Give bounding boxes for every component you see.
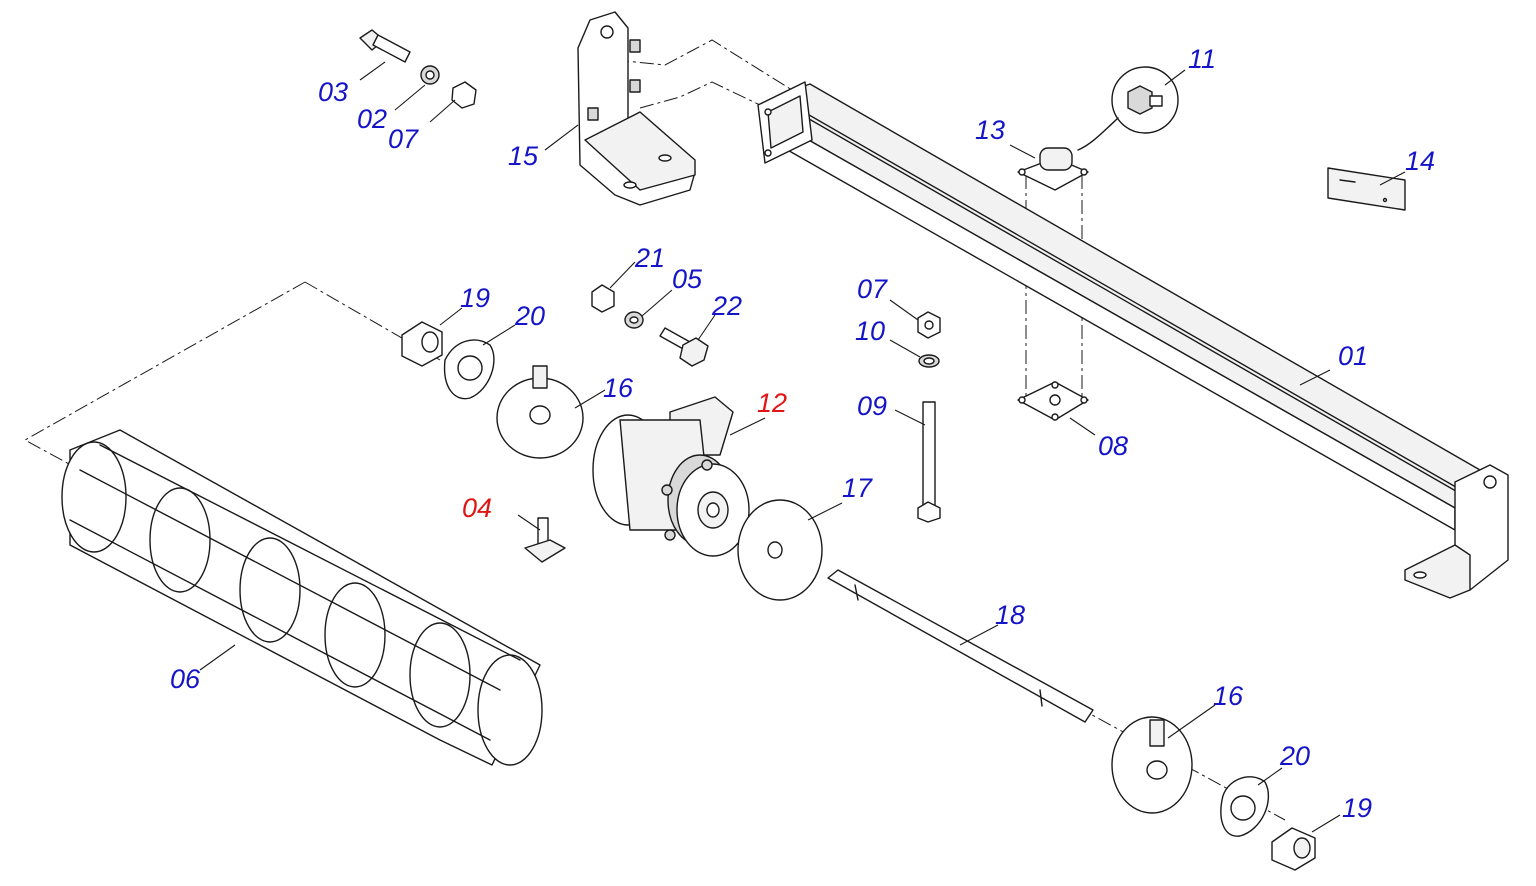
callout-09: 09 [857, 391, 887, 421]
callout-20-left: 20 [514, 301, 545, 331]
nut-21 [591, 284, 615, 313]
lock-plate-20-right [1220, 776, 1270, 837]
drive-shaft-18 [827, 569, 1094, 723]
callout-12: 12 [757, 388, 787, 418]
leader-lines [199, 61, 1406, 833]
callout-07-upper: 07 [388, 124, 419, 154]
bolt-22 [659, 327, 709, 367]
cam-disc-16-left [496, 365, 584, 459]
main-frame-tube [757, 81, 1509, 599]
bolt-03 [359, 29, 411, 63]
callout-18: 18 [995, 600, 1025, 630]
callout-10: 10 [855, 316, 885, 346]
cam-disc-16-right [1111, 716, 1193, 814]
disc-17 [737, 499, 823, 601]
callout-17: 17 [842, 473, 873, 503]
lock-plate-20-left [443, 339, 495, 400]
callout-15: 15 [508, 141, 539, 171]
callout-07-lower: 07 [857, 274, 888, 304]
callout-11: 11 [1188, 44, 1216, 74]
callout-16-right: 16 [1213, 681, 1244, 711]
callout-14: 14 [1405, 146, 1435, 176]
callout-22: 22 [711, 291, 742, 321]
label-tag-14 [1327, 167, 1406, 211]
washer-02 [420, 65, 440, 85]
callout-labels: 01 02 03 04 05 06 07 07 08 09 10 11 12 1… [170, 44, 1435, 823]
callout-16-left: 16 [603, 373, 634, 403]
callout-04: 04 [462, 493, 492, 523]
callout-03: 03 [318, 77, 348, 107]
grease-nipple-detail-11 [1077, 66, 1179, 151]
callout-20-right: 20 [1279, 741, 1310, 771]
callout-19-right: 19 [1342, 793, 1372, 823]
callout-19-left: 19 [460, 283, 490, 313]
mounting-bracket [577, 11, 696, 206]
washer-10 [918, 354, 940, 368]
hex-nut-19-right [1271, 827, 1316, 871]
callout-05: 05 [672, 264, 703, 294]
nut-07-lower [917, 311, 941, 339]
cage-roller-06 [61, 429, 543, 766]
callout-08: 08 [1098, 431, 1128, 461]
callout-02: 02 [357, 104, 387, 134]
nut-07-upper [451, 81, 477, 109]
pillow-block-13 [1017, 147, 1089, 191]
callout-13: 13 [975, 115, 1005, 145]
callout-01: 01 [1338, 341, 1368, 371]
long-bolt-09 [917, 401, 941, 523]
grease-fitting-04 [524, 517, 566, 563]
washer-05 [624, 311, 644, 329]
hex-nut-19-left [401, 321, 443, 367]
callout-06: 06 [170, 664, 201, 694]
gearbox-12 [592, 396, 750, 557]
callout-21: 21 [634, 243, 665, 273]
flange-plate-08 [1017, 381, 1089, 421]
